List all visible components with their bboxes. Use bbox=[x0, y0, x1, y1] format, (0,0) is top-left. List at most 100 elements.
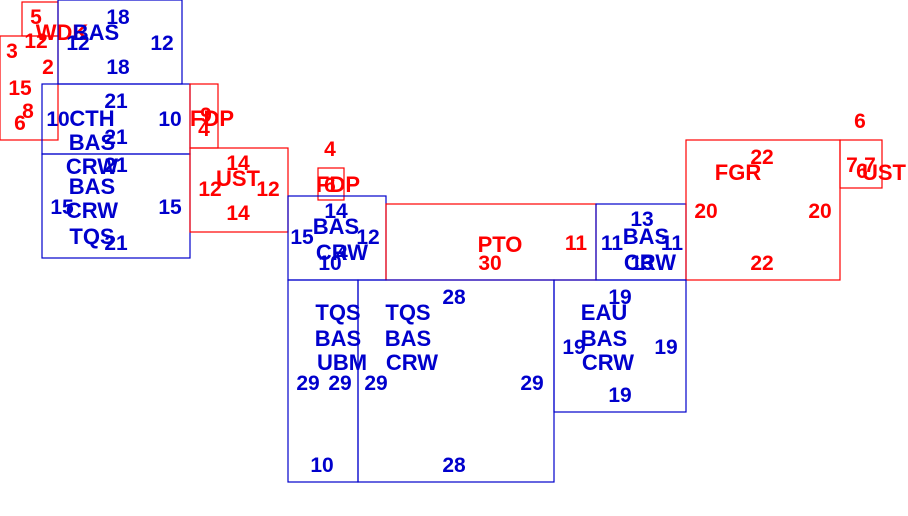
r-eau-label-2: CRW bbox=[582, 350, 634, 375]
r-bas-mid-label-1: CRW bbox=[316, 240, 368, 265]
r-fgr-label-0: FGR bbox=[715, 160, 762, 185]
r-ust2-dimension-0: 6 bbox=[854, 110, 866, 133]
r-fgr-dimension-3: 22 bbox=[750, 252, 773, 275]
r-eau-outline bbox=[553, 279, 687, 413]
r-bas-mid-dimension-0: 14 bbox=[324, 200, 348, 223]
r-tqs-ubm-dimension-1: 29 bbox=[328, 372, 351, 395]
r-bas-mid-label-0: BAS bbox=[313, 214, 359, 239]
r-tqs-crw-label-2: CRW bbox=[386, 350, 438, 375]
r-ust1-dimension-2: 12 bbox=[256, 178, 279, 201]
r-bas-top-dimension-2: 12 bbox=[150, 32, 173, 55]
r-fdp2-outline bbox=[317, 167, 345, 201]
r-tqs-crw-dimension-3: 28 bbox=[442, 454, 466, 477]
r-bas-right-dimension-3: 13 bbox=[630, 252, 653, 275]
r-tqs-left-label-1: CRW bbox=[66, 198, 118, 223]
r-tqs-crw-dimension-2: 29 bbox=[520, 372, 543, 395]
r-eau-dimension-3: 19 bbox=[608, 384, 631, 407]
r-eau-dimension-2: 19 bbox=[654, 336, 677, 359]
r-tqs-crw-label-1: BAS bbox=[385, 326, 431, 351]
r-fdp2-dimension-1: 6 bbox=[324, 174, 336, 197]
r-tqs-crw-label-0: TQS bbox=[385, 300, 430, 325]
r-tqs-left-dimension-0: 21 bbox=[104, 154, 128, 177]
r-ldk-dimension-3: 12 bbox=[24, 30, 47, 53]
r-cth-label-0: CTH bbox=[69, 106, 114, 131]
r-bas-right-dimension-1: 11 bbox=[601, 232, 624, 255]
r-fgr-dimension-1: 20 bbox=[694, 200, 717, 223]
r-cth-dimension-0: 21 bbox=[104, 90, 128, 113]
r-pto-dimension-0: 30 bbox=[478, 252, 501, 275]
r-left-strip-outline bbox=[0, 35, 59, 141]
r-bas-top-dimension-1: 12 bbox=[66, 32, 89, 55]
r-fdp1-dimension-0: 9 bbox=[200, 104, 212, 127]
r-ldk-dimension-2: 2 bbox=[42, 56, 54, 79]
r-tqs-left-label-2: TQS bbox=[69, 224, 114, 249]
r-fdp2-dimension-0: 4 bbox=[324, 138, 336, 161]
r-ust2-outline bbox=[839, 139, 883, 189]
r-ust1-dimension-3: 14 bbox=[226, 202, 250, 225]
r-tqs-ubm-dimension-0: 29 bbox=[296, 372, 319, 395]
r-cth-dimension-2: 10 bbox=[158, 108, 181, 131]
r-fgr-dimension-0: 22 bbox=[750, 146, 773, 169]
r-fgr-outline bbox=[685, 139, 841, 281]
r-tqs-ubm-dimension-2: 10 bbox=[310, 454, 333, 477]
r-pto-dimension-1: 11 bbox=[565, 232, 588, 255]
r-bas-right-label-0: BAS bbox=[623, 224, 669, 249]
r-tqs-ubm-label-1: BAS bbox=[315, 326, 361, 351]
r-bas-top-label-0: BAS bbox=[73, 20, 119, 45]
r-tqs-ubm-label-2: UBM bbox=[317, 350, 367, 375]
r-bas-right-dimension-0: 13 bbox=[630, 208, 653, 231]
r-ust1-dimension-0: 14 bbox=[226, 152, 250, 175]
r-left-strip-dimension-0: 15 bbox=[8, 77, 32, 100]
r-bas-mid-dimension-4: 4 bbox=[336, 242, 348, 265]
r-bas-mid-dimension-1: 15 bbox=[290, 226, 314, 249]
r-ust2-dimension-2: 7 bbox=[864, 154, 876, 177]
r-eau-dimension-1: 19 bbox=[562, 336, 585, 359]
r-cth-dimension-1: 10 bbox=[46, 108, 69, 131]
r-fgr-dimension-2: 20 bbox=[808, 200, 831, 223]
r-bas-mid-dimension-3: 10 bbox=[318, 252, 341, 275]
r-left-strip-dimension-2: 6 bbox=[14, 112, 26, 135]
r-ust1-label-0: UST bbox=[216, 166, 261, 191]
r-tqs-ubm-label-0: TQS bbox=[315, 300, 360, 325]
r-bas-top-dimension-3: 18 bbox=[106, 56, 130, 79]
r-ust2-label-0: UST bbox=[862, 160, 907, 185]
r-cth-label-1: BAS bbox=[69, 130, 115, 155]
r-ldk-dimension-0: 5 bbox=[30, 6, 42, 29]
r-fdp2-label-0: FDP bbox=[316, 172, 360, 197]
r-bas-top-dimension-0: 18 bbox=[106, 6, 130, 29]
r-tqs-left-dimension-2: 15 bbox=[158, 196, 182, 219]
r-left-strip-dimension-1: 8 bbox=[22, 100, 34, 123]
r-bas-right-label-1: CRW bbox=[624, 250, 676, 275]
r-cth-label-2: CRW bbox=[66, 154, 118, 179]
r-bas-right-dimension-2: 11 bbox=[661, 232, 684, 255]
r-ust1-dimension-1: 12 bbox=[198, 178, 221, 201]
r-cth-dimension-3: 21 bbox=[104, 126, 128, 149]
r-tqs-left-label-0: BAS bbox=[69, 174, 115, 199]
r-ust2-dimension-1: 7 bbox=[846, 154, 858, 177]
r-fdp1-dimension-1: 4 bbox=[198, 118, 210, 141]
r-ldk-label-0: WDK bbox=[36, 20, 89, 45]
r-tqs-crw-dimension-1: 29 bbox=[364, 372, 387, 395]
r-tqs-crw-dimension-0: 28 bbox=[442, 286, 466, 309]
r-tqs-left-dimension-3: 21 bbox=[104, 232, 128, 255]
r-tqs-left-dimension-1: 15 bbox=[50, 196, 74, 219]
r-fdp2-group: FDP 4 6 bbox=[316, 138, 360, 201]
r-ldk-dimension-1: 3 bbox=[6, 40, 18, 63]
r-eau-label-1: BAS bbox=[581, 326, 627, 351]
r-fdp1-label-0: FDP bbox=[190, 106, 234, 131]
